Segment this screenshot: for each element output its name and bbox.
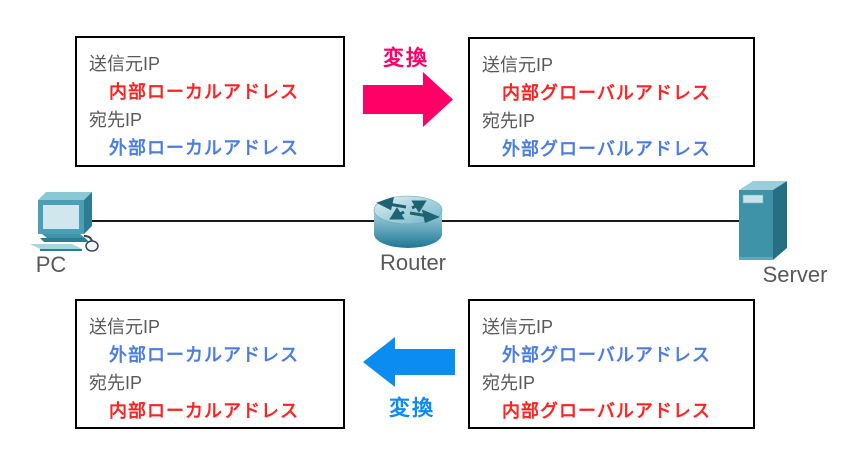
translation-arrow-right-icon	[363, 72, 453, 127]
translation-arrow-left-icon	[363, 337, 455, 387]
source-ip-label: 送信元IP	[482, 55, 554, 75]
source-ip-value: 内部グローバルアドレス	[502, 83, 711, 103]
pc-icon	[30, 192, 99, 252]
packet-box-outside-after-translation: 送信元IP 内部グローバルアドレス 宛先IP 外部グローバルアドレス	[468, 37, 755, 167]
source-ip-label: 送信元IP	[482, 317, 554, 337]
packet-box-inside-before-translation: 送信元IP 内部ローカルアドレス 宛先IP 外部ローカルアドレス	[75, 36, 345, 167]
dest-ip-label: 宛先IP	[482, 111, 536, 131]
server-icon	[739, 181, 787, 260]
dest-ip-value: 内部グローバルアドレス	[502, 401, 711, 421]
router-icon	[373, 195, 443, 248]
pc-label: PC	[35, 252, 67, 277]
dest-ip-label: 宛先IP	[482, 373, 536, 393]
translation-label-reply: 変換	[389, 397, 435, 420]
source-ip-value: 外部グローバルアドレス	[502, 345, 711, 365]
dest-ip-value: 外部ローカルアドレス	[109, 138, 299, 158]
dest-ip-label: 宛先IP	[89, 373, 143, 393]
router-label: Router	[379, 250, 447, 275]
dest-ip-value: 外部グローバルアドレス	[502, 139, 711, 159]
source-ip-value: 外部ローカルアドレス	[109, 345, 299, 365]
source-ip-label: 送信元IP	[89, 54, 161, 74]
translation-label-request: 変換	[383, 47, 429, 70]
server-label: Server	[762, 262, 828, 287]
dest-ip-label: 宛先IP	[89, 110, 143, 130]
dest-ip-value: 内部ローカルアドレス	[109, 401, 299, 421]
source-ip-value: 内部ローカルアドレス	[109, 82, 299, 102]
source-ip-label: 送信元IP	[89, 317, 161, 337]
packet-box-reply-before-translation: 送信元IP 外部グローバルアドレス 宛先IP 内部グローバルアドレス	[468, 299, 755, 429]
packet-box-reply-after-translation: 送信元IP 外部ローカルアドレス 宛先IP 内部ローカルアドレス	[75, 299, 345, 429]
